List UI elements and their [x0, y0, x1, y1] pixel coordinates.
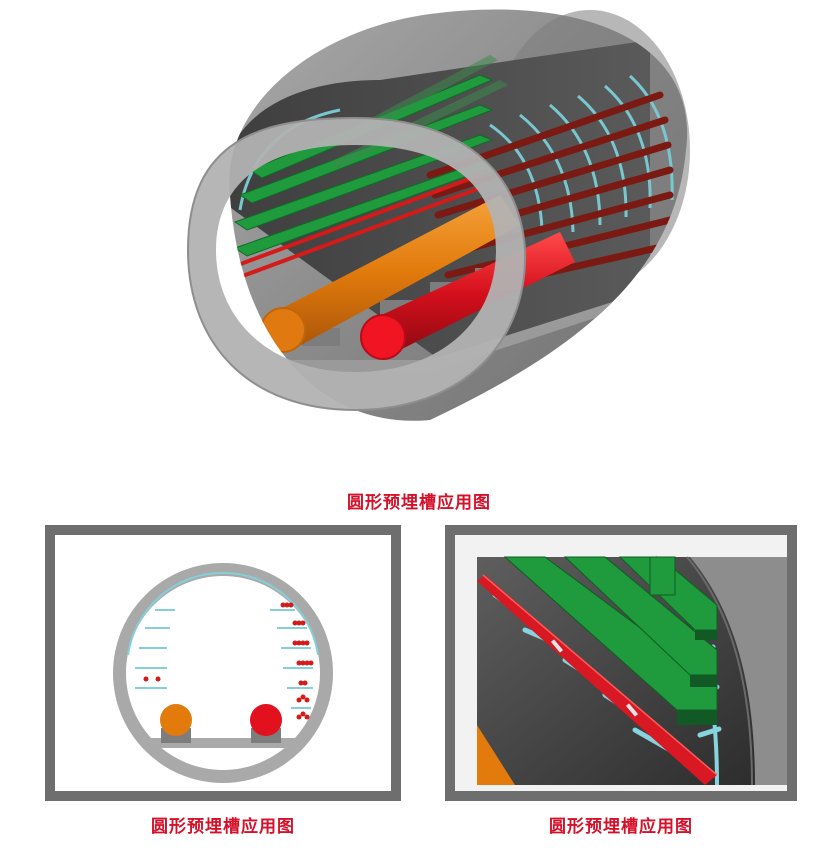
tunnel-section-diagram	[113, 563, 333, 783]
left-figure-frame	[45, 525, 401, 801]
right-figure-frame	[445, 525, 797, 801]
tunnel-closeup-illustration	[455, 535, 787, 791]
right-figure-caption: 圆形预埋槽应用图	[549, 817, 693, 837]
main-figure-caption: 圆形预埋槽应用图	[347, 493, 491, 513]
left-figure-caption: 圆形预埋槽应用图	[151, 817, 295, 837]
tunnel-3d-illustration	[180, 0, 700, 430]
